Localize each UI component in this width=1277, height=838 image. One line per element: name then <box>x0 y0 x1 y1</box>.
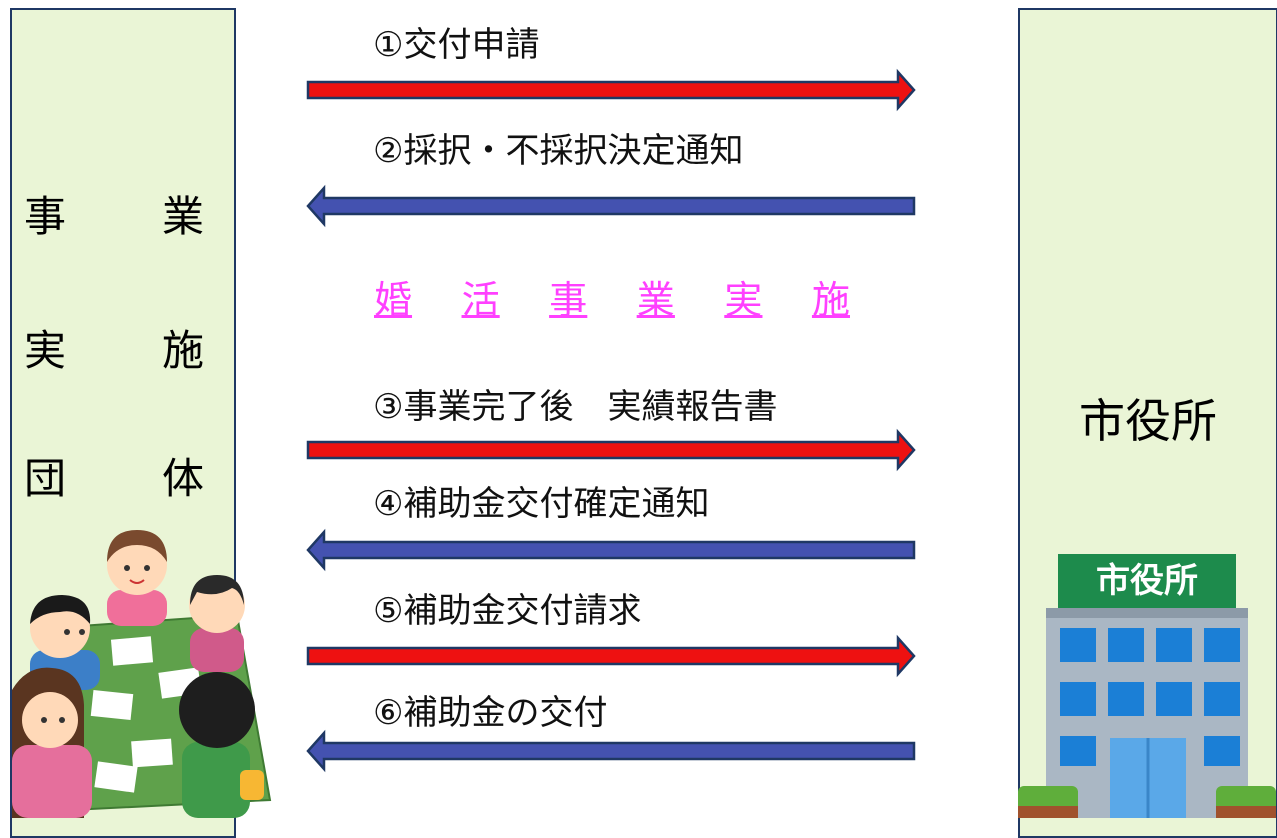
left-label-row-2: 実 施 <box>24 330 204 372</box>
step-3-label: ③事業完了後 実績報告書 <box>373 387 778 427</box>
step-4-label: ④補助金交付確定通知 <box>373 484 710 524</box>
city-hall-building-illustration: 市役所 <box>1018 554 1276 818</box>
step-2-label: ②採択・不採択決定通知 <box>373 131 744 171</box>
building-sign-text: 市役所 <box>1096 561 1198 601</box>
left-label-char: 体 <box>161 454 204 503</box>
arrow-right-step-5 <box>306 634 916 678</box>
arrow-right-step-1 <box>306 68 916 112</box>
left-label-row-3: 団 体 <box>24 458 204 500</box>
left-label-char: 団 <box>24 454 67 503</box>
arrow-left-step-2 <box>306 184 916 228</box>
konkatsu-banner: 婚 活 事 業 実 施 <box>374 278 850 322</box>
left-label-char: 事 <box>24 192 67 241</box>
banner-char: 実 <box>724 278 763 322</box>
banner-char: 事 <box>549 278 588 322</box>
step-1-label: ①交付申請 <box>373 25 540 65</box>
left-label-char: 実 <box>24 326 67 375</box>
banner-char: 業 <box>636 278 675 322</box>
left-label-row-1: 事 業 <box>24 196 204 238</box>
banner-char: 施 <box>811 278 850 322</box>
city-hall-label: 市役所 <box>1079 394 1217 448</box>
meeting-people-illustration <box>12 530 272 818</box>
left-label-char: 施 <box>161 326 204 375</box>
step-5-label: ⑤補助金交付請求 <box>373 591 642 631</box>
left-label-char: 業 <box>161 192 204 241</box>
step-6-label: ⑥補助金の交付 <box>373 693 608 733</box>
arrow-left-step-4 <box>306 528 916 572</box>
arrow-left-step-6 <box>306 729 916 773</box>
banner-char: 婚 <box>374 278 413 322</box>
banner-char: 活 <box>461 278 500 322</box>
arrow-right-step-3 <box>306 428 916 472</box>
